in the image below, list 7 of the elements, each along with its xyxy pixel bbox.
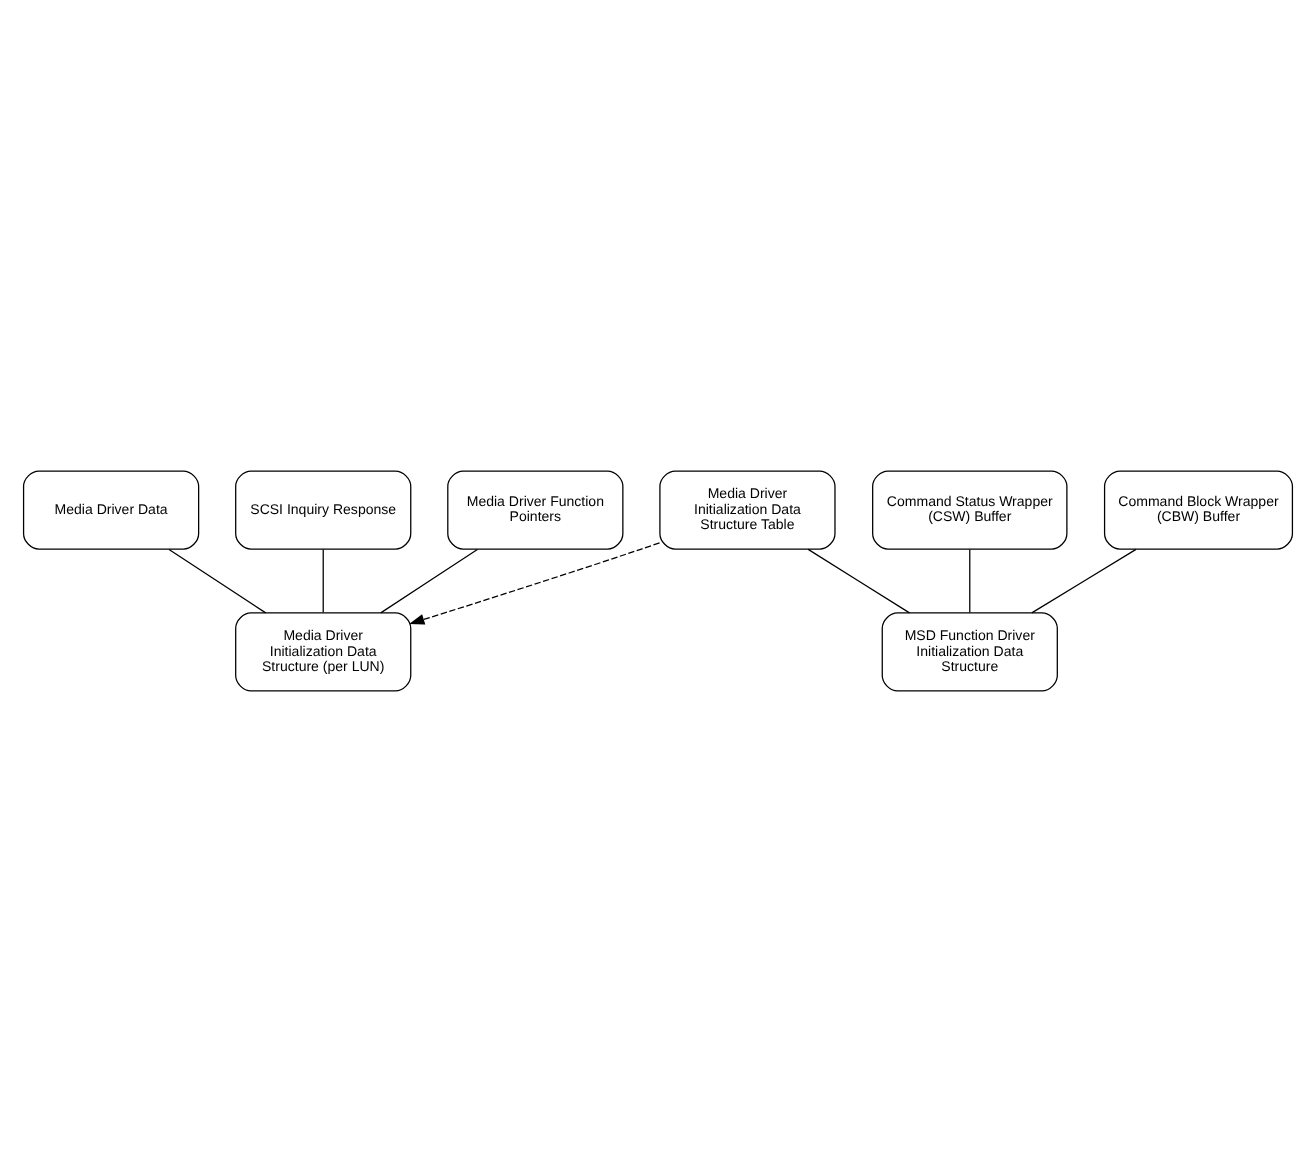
- connector: [807, 547, 911, 613]
- connector: [969, 547, 971, 613]
- connector: [1031, 547, 1137, 613]
- connector: [168, 547, 267, 613]
- arrow: [409, 541, 661, 624]
- connector: [380, 547, 478, 613]
- connector: [322, 547, 324, 613]
